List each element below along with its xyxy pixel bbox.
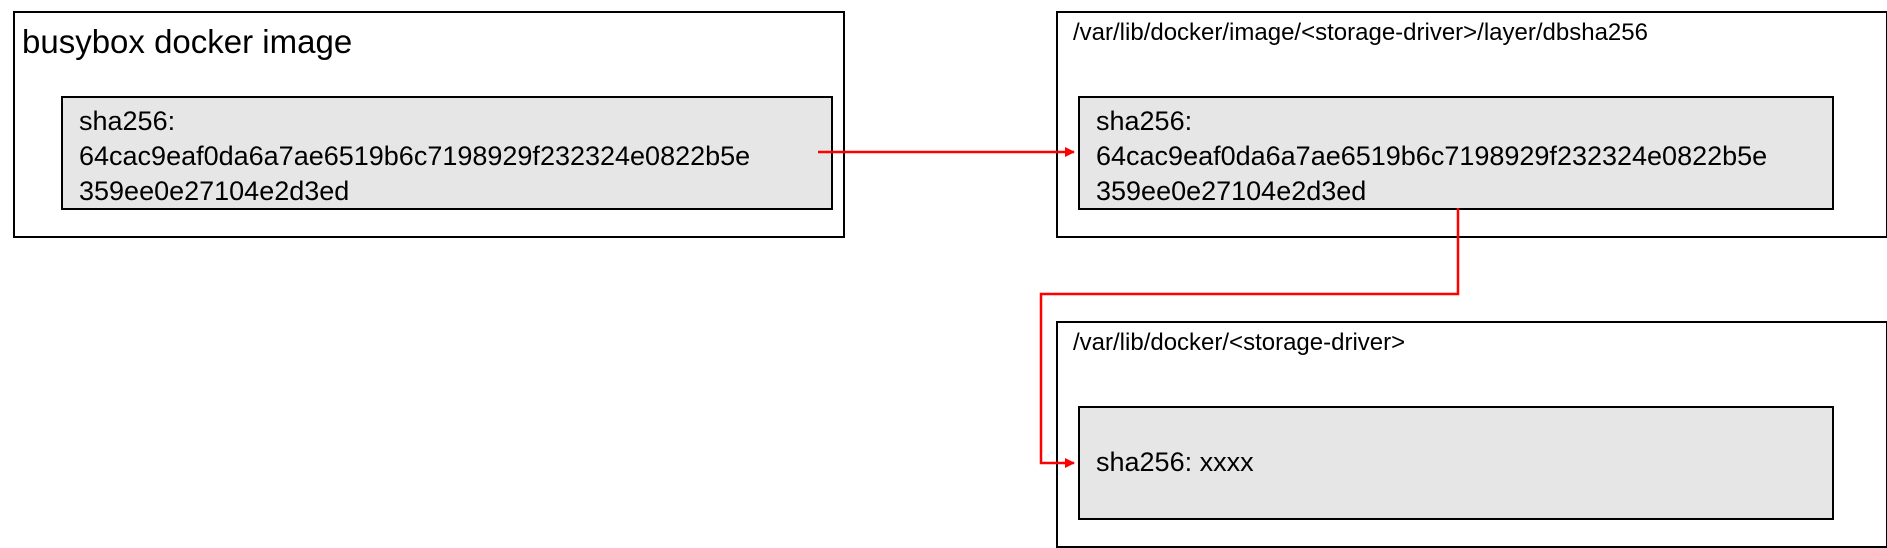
image-hash-line-2: 359ee0e27104e2d3ed	[79, 176, 350, 206]
layer-hash-line-2: 359ee0e27104e2d3ed	[1096, 176, 1367, 206]
layer-db-path-title: /var/lib/docker/image/<storage-driver>/l…	[1073, 19, 1648, 46]
image-hash-box: sha256: 64cac9eaf0da6a7ae6519b6c7198929f…	[61, 96, 833, 210]
layer-hash-box: sha256: 64cac9eaf0da6a7ae6519b6c7198929f…	[1078, 96, 1834, 210]
storage-driver-path-title: /var/lib/docker/<storage-driver>	[1073, 329, 1406, 356]
layer-hash-line-1: 64cac9eaf0da6a7ae6519b6c7198929f232324e0…	[1096, 141, 1768, 171]
layer-db-panel: /var/lib/docker/image/<storage-driver>/l…	[1056, 11, 1887, 238]
busybox-image-title: busybox docker image	[22, 23, 353, 60]
image-hash-label: sha256:	[79, 106, 176, 136]
layer-hash-label: sha256:	[1096, 106, 1193, 136]
storage-driver-panel: /var/lib/docker/<storage-driver> sha256:…	[1056, 321, 1887, 548]
driver-hash-box: sha256: xxxx	[1078, 406, 1834, 520]
driver-hash-text: sha256: xxxx	[1096, 447, 1254, 477]
image-hash-line-1: 64cac9eaf0da6a7ae6519b6c7198929f232324e0…	[79, 141, 751, 171]
busybox-image-panel: busybox docker image sha256: 64cac9eaf0d…	[13, 11, 845, 238]
